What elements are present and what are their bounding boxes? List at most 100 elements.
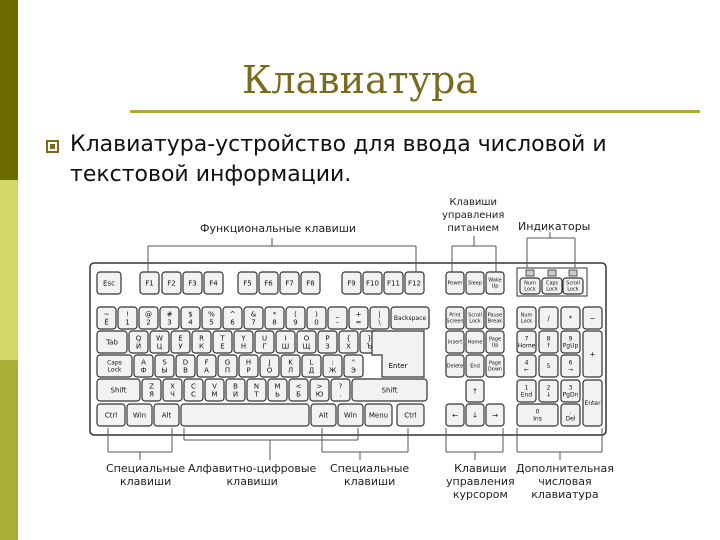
key-f1-label: F1 bbox=[145, 279, 153, 287]
key-nav-mid2-2-label: Page bbox=[489, 361, 501, 367]
key-row4-1-label: Win bbox=[133, 411, 146, 419]
key-num4-label: ← bbox=[524, 367, 529, 374]
key-nav-top-0 bbox=[445, 306, 465, 330]
key-power-2-label: Up bbox=[492, 284, 499, 290]
key-row2-7 bbox=[259, 354, 280, 378]
key-row3-7 bbox=[267, 378, 288, 402]
key-row2-5-label: G bbox=[225, 358, 230, 366]
key-row1-12-label: } bbox=[367, 334, 371, 342]
key-row0-13 bbox=[369, 306, 390, 330]
key-numlock bbox=[516, 306, 537, 330]
key-f9 bbox=[341, 271, 362, 295]
key-row4-0-label: Ctrl bbox=[105, 411, 118, 419]
key-num4-label: 4 bbox=[525, 360, 529, 367]
key-num-plus-label: + bbox=[590, 350, 596, 358]
key-row2-1-label: A bbox=[141, 358, 146, 366]
key-f6 bbox=[258, 271, 279, 295]
key-power-2-label: Wake bbox=[488, 278, 501, 284]
key-row0-1-label: ! bbox=[126, 310, 129, 318]
key-num2 bbox=[538, 379, 559, 403]
key-row3-6-label: N bbox=[254, 382, 259, 390]
key-row1-3-label: У bbox=[178, 342, 183, 350]
key-row2-3-label: В bbox=[183, 366, 188, 374]
key-row3-6-label: Т bbox=[253, 390, 259, 398]
key-row1-3 bbox=[170, 330, 191, 354]
key-f3 bbox=[182, 271, 203, 295]
key-row0-12-label: + bbox=[356, 310, 362, 318]
indicator-1-label: Caps bbox=[546, 281, 559, 287]
key-row3-4-label: V bbox=[212, 382, 217, 390]
key-num9 bbox=[560, 330, 581, 354]
key-row1-5-label: T bbox=[219, 334, 225, 342]
key-row2-11 bbox=[343, 354, 364, 378]
key-nav-mid2-2 bbox=[485, 354, 505, 378]
key-num7 bbox=[516, 330, 537, 354]
key-row0-6-label: 6 bbox=[230, 318, 235, 326]
label-special-keys-right: Специальные клавиши bbox=[330, 462, 410, 488]
key-row2-1-label: Ф bbox=[140, 366, 146, 374]
key-row0-7-label: 7 bbox=[251, 318, 255, 326]
key-num0-label: 0 bbox=[536, 409, 540, 416]
key-row2-4-label: А bbox=[204, 366, 209, 374]
key-numlock-label: Num bbox=[521, 313, 533, 319]
key-row3-9 bbox=[309, 378, 330, 402]
key-row3-8-label: Б bbox=[296, 390, 301, 398]
key-arrow-down-label: ↓ bbox=[472, 411, 478, 419]
key-row0-8 bbox=[264, 306, 285, 330]
key-f2 bbox=[161, 271, 182, 295]
key-row3-0 bbox=[96, 378, 141, 402]
key-f2-label: F2 bbox=[167, 279, 175, 287]
key-row0-6-label: ^ bbox=[230, 310, 236, 318]
key-row1-2-label: Ц bbox=[157, 342, 163, 350]
key-row0-2-label: @ bbox=[145, 310, 152, 318]
key-num8-label: 8 bbox=[547, 336, 551, 343]
key-num9-label: PgUp bbox=[563, 343, 579, 350]
key-num-star bbox=[560, 306, 581, 330]
key-row3-1-label: Я bbox=[149, 390, 154, 398]
key-f11-label: F11 bbox=[387, 279, 400, 287]
key-num6-label: 6 bbox=[569, 360, 573, 367]
key-row2-8-label: Л bbox=[288, 366, 293, 374]
indicator-1-label: Lock bbox=[546, 287, 558, 293]
key-nav-mid2-2-label: Down bbox=[488, 367, 502, 373]
key-arrow-up bbox=[465, 379, 485, 403]
key-row3-10 bbox=[330, 378, 351, 402]
key-row0-10-label: 0 bbox=[314, 318, 318, 326]
indicator-led bbox=[547, 269, 557, 277]
key-num-slash-label: / bbox=[547, 314, 550, 322]
key-num-plus bbox=[582, 330, 603, 378]
key-f1 bbox=[139, 271, 160, 295]
key-row1-6-label: Н bbox=[241, 342, 246, 350]
key-row0-4 bbox=[180, 306, 201, 330]
key-row2-2-label: S bbox=[162, 358, 167, 366]
key-row0-9-label: 9 bbox=[293, 318, 297, 326]
key-row4-1 bbox=[126, 403, 153, 427]
key-row1-10 bbox=[317, 330, 338, 354]
key-row2-2 bbox=[154, 354, 175, 378]
key-row2-6-label: H bbox=[246, 358, 251, 366]
key-f8-label: F8 bbox=[306, 279, 314, 287]
bullet-text: Клавиатура-устройство для ввода числовой… bbox=[70, 132, 607, 187]
key-nav-mid2-1-label: End bbox=[470, 364, 480, 370]
key-row1-11-label: Х bbox=[346, 342, 351, 350]
key-row3-3-label: C bbox=[191, 382, 196, 390]
key-row1-4-label: К bbox=[199, 342, 204, 350]
key-f10-label: F10 bbox=[366, 279, 379, 287]
key-row2-11-label: Э bbox=[351, 366, 356, 374]
key-row0-7-label: & bbox=[251, 310, 257, 318]
key-row2-5-label: П bbox=[225, 366, 230, 374]
key-nav-mid1-2-label: Page bbox=[489, 337, 501, 343]
key-row3-7-label: M bbox=[274, 382, 280, 390]
key-nav-mid1-0 bbox=[445, 330, 465, 354]
key-row3-9-label: Ю bbox=[316, 390, 324, 398]
key-power-0 bbox=[445, 271, 465, 295]
key-enter bbox=[371, 330, 425, 378]
key-arrow-left bbox=[445, 403, 465, 427]
key-row0-2 bbox=[138, 306, 159, 330]
key-num4 bbox=[516, 354, 537, 378]
key-enter-label: Enter bbox=[389, 362, 408, 370]
key-arrow-up-label: ↑ bbox=[472, 387, 478, 395]
key-row0-10-label: ) bbox=[315, 310, 318, 318]
key-num1 bbox=[516, 379, 537, 403]
key-row4-0 bbox=[96, 403, 126, 427]
